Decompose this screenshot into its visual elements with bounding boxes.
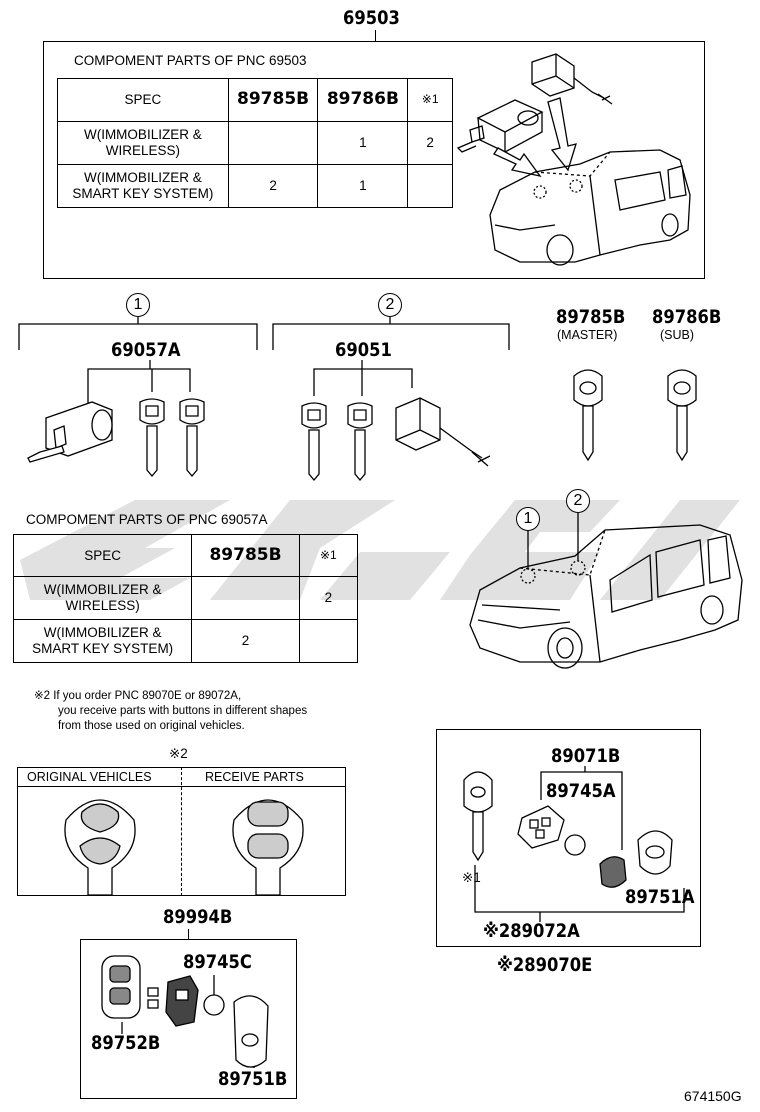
- row1-spec: W(IMMOBILIZER & WIRELESS): [12, 576, 193, 620]
- pnc-89994b[interactable]: 89994B: [163, 906, 233, 928]
- key-icon: [179, 398, 205, 478]
- pnc-69051[interactable]: 69051: [335, 339, 392, 361]
- leader-line: [375, 30, 377, 42]
- key-icon: [347, 402, 373, 482]
- label-original-vehicles: ORIGINAL VEHICLES: [27, 770, 152, 784]
- car-icon: [469, 513, 743, 669]
- shell-icon: [637, 830, 673, 875]
- row2-c3: [407, 164, 453, 208]
- row2-spec: W(IMMOBILIZER & SMART KEY SYSTEM): [57, 164, 229, 208]
- label-sub: (SUB): [660, 328, 695, 342]
- pnc-89745c[interactable]: 89745C: [183, 951, 252, 973]
- car-top-icon: [489, 149, 691, 266]
- key-icon: [301, 402, 327, 482]
- car-marker-2: 2: [566, 489, 590, 513]
- row1-c1: [191, 576, 300, 620]
- master-key-icon: [573, 369, 603, 462]
- pnc-69503[interactable]: 69503: [343, 7, 400, 29]
- th-89786b[interactable]: 89786B: [317, 78, 409, 122]
- note-line-3: from those used on original vehicles.: [58, 720, 245, 732]
- car-marker-1: 1: [516, 507, 540, 531]
- th-spec: SPEC: [12, 534, 193, 577]
- remote-set-frame: [436, 729, 701, 947]
- label-receive-parts: RECEIVE PARTS: [205, 770, 304, 784]
- pnc-89072a[interactable]: ※289072A: [483, 920, 580, 942]
- case-icon: [599, 856, 627, 888]
- top-spec-table: SPEC 89785B 89786B ※1 W(IMMOBILIZER & WI…: [57, 78, 453, 208]
- row1-c1: [227, 121, 319, 165]
- top-caption: COMPOMENT PARTS OF PNC 69503: [74, 53, 307, 68]
- mid-spec-table: SPEC 89785B ※1 W(IMMOBILIZER & WIRELESS)…: [12, 534, 359, 663]
- circuit-board-icon: [517, 805, 565, 849]
- smart-shell-icon: [233, 995, 269, 1068]
- row2-c2: [298, 619, 359, 663]
- th-spec: SPEC: [57, 78, 229, 122]
- pnc-89745a[interactable]: 89745A: [546, 780, 616, 802]
- battery-icon: [203, 994, 225, 1016]
- leader-line: [188, 929, 190, 940]
- row1-c2: 2: [298, 576, 359, 620]
- pnc-89785b[interactable]: 89785B: [556, 306, 626, 328]
- row1-spec: W(IMMOBILIZER & WIRELESS): [57, 121, 229, 165]
- row2-c2: 1: [317, 164, 409, 208]
- row2-spec: W(IMMOBILIZER & SMART KEY SYSTEM): [12, 619, 193, 663]
- note-line-2: you receive parts with buttons in differ…: [58, 705, 308, 717]
- pnc-89070e[interactable]: ※289070E: [497, 954, 593, 976]
- lock-cylinder-icon: [27, 401, 113, 463]
- pnc-89751b[interactable]: 89751B: [218, 1068, 288, 1090]
- divider: [181, 767, 182, 896]
- circuit-board-icon: [165, 975, 199, 1027]
- receive-remote-icon: [232, 799, 304, 896]
- marker-1: 1: [126, 293, 150, 317]
- pnc-69057a[interactable]: 69057A: [111, 339, 181, 361]
- label-master: (MASTER): [557, 328, 618, 342]
- battery-icon: [564, 834, 586, 856]
- compare-mark: ※2: [169, 746, 188, 761]
- ignition-switch-icon: [531, 53, 613, 105]
- sub-key-icon: [667, 369, 697, 462]
- key-icon: [139, 398, 165, 478]
- pnc-89752b[interactable]: 89752B: [91, 1032, 161, 1054]
- mid-caption: COMPOMENT PARTS OF PNC 69057A: [26, 512, 268, 527]
- original-remote-icon: [64, 799, 136, 896]
- arrow-icon: [493, 97, 577, 177]
- th-89785b[interactable]: 89785B: [191, 534, 300, 577]
- key-icon: [463, 771, 493, 862]
- top-frame: [43, 41, 705, 279]
- smart-case-icon: [101, 955, 141, 1019]
- mark-1: ※1: [462, 870, 481, 885]
- pnc-89786b[interactable]: 89786B: [652, 306, 722, 328]
- note-line-1: ※2 If you order PNC 89070E or 89072A,: [34, 690, 242, 702]
- figure-id: 674150G: [684, 1088, 742, 1104]
- button-icon: [147, 987, 159, 1009]
- pnc-89751a[interactable]: 89751A: [625, 886, 695, 908]
- marker-2: 2: [378, 293, 402, 317]
- smart-key-frame: [80, 939, 297, 1099]
- th-mark1: ※1: [407, 78, 453, 122]
- ignition-switch-icon: [395, 397, 491, 467]
- row1-c3: 2: [407, 121, 453, 165]
- pnc-89071b[interactable]: 89071B: [551, 745, 621, 767]
